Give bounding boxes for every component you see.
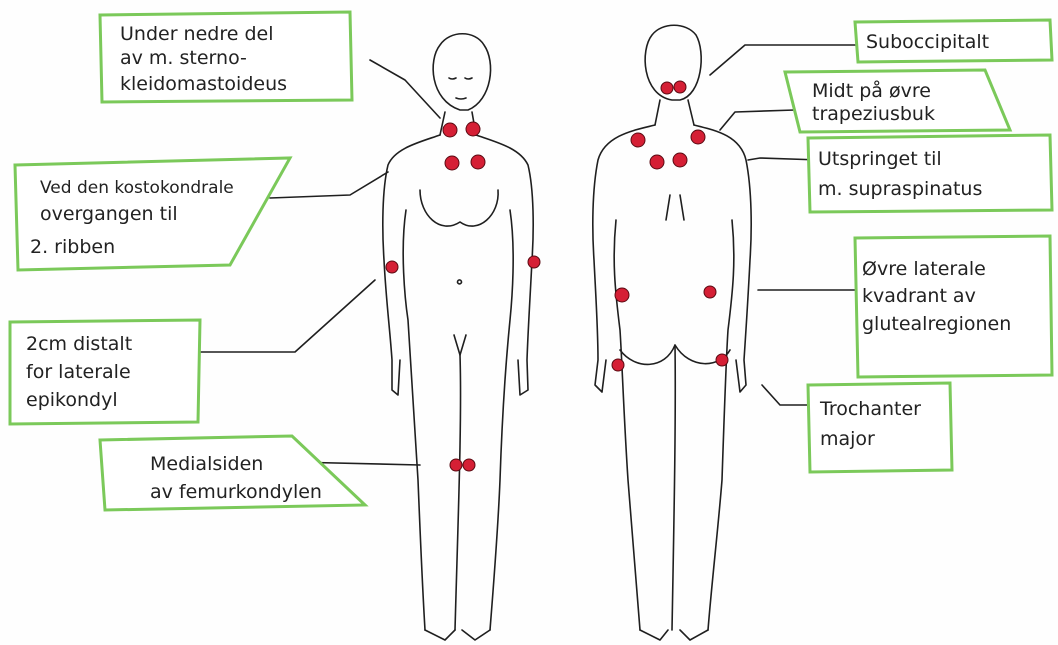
- point-trap-right: [691, 130, 705, 144]
- label-costo-3: 2. ribben: [30, 236, 115, 258]
- point-rib-left: [445, 156, 459, 170]
- point-supra-right: [673, 153, 687, 167]
- label-supra-2: m. supraspinatus: [818, 178, 982, 200]
- point-scm-right: [466, 122, 480, 136]
- point-glut-left: [615, 288, 629, 302]
- label-troch-1: Trochanter: [819, 398, 921, 420]
- label-glut-2: kvadrant av: [862, 285, 976, 307]
- label-trap-1: Midt på øvre: [812, 79, 931, 102]
- label-scm-2: av m. sterno-: [120, 47, 247, 69]
- point-subocc-left: [661, 82, 673, 94]
- point-troch-left: [612, 359, 624, 371]
- point-scm-left: [443, 123, 457, 137]
- label-femur-1: Medialsiden: [150, 453, 263, 475]
- point-femur-right: [463, 459, 475, 471]
- leader-lines: [200, 45, 855, 465]
- label-supra-1: Utspringet til: [818, 148, 942, 170]
- box-supra: [808, 135, 1052, 212]
- point-trap-left: [631, 133, 645, 147]
- label-costo-1: Ved den kostokondrale: [40, 178, 234, 198]
- label-scm-1: Under nedre del: [120, 23, 274, 45]
- point-troch-right: [716, 354, 728, 366]
- label-costo-2: overgangen til: [40, 203, 178, 225]
- label-subocc: Suboccipitalt: [866, 31, 989, 53]
- tender-points: [386, 81, 728, 471]
- label-epi-3: epikondyl: [26, 389, 118, 411]
- label-epi-1: 2cm distalt: [26, 333, 132, 355]
- point-rib-right: [471, 155, 485, 169]
- point-subocc-right: [674, 81, 686, 93]
- label-glut-3: glutealregionen: [862, 313, 1011, 335]
- point-epi-left: [386, 261, 398, 273]
- back-body-figure: [593, 25, 751, 640]
- label-epi-2: for laterale: [26, 361, 131, 383]
- label-trap-2: trapeziusbuk: [812, 103, 935, 125]
- point-femur-left: [450, 459, 462, 471]
- label-femur-2: av femurkondylen: [150, 481, 322, 503]
- label-troch-2: major: [820, 428, 875, 450]
- front-body-figure: [383, 34, 533, 640]
- point-glut-right: [704, 286, 716, 298]
- label-scm-3: kleidomastoideus: [120, 73, 287, 95]
- point-epi-right: [528, 256, 540, 268]
- label-glut-1: Øvre laterale: [862, 258, 986, 280]
- point-supra-left: [650, 155, 664, 169]
